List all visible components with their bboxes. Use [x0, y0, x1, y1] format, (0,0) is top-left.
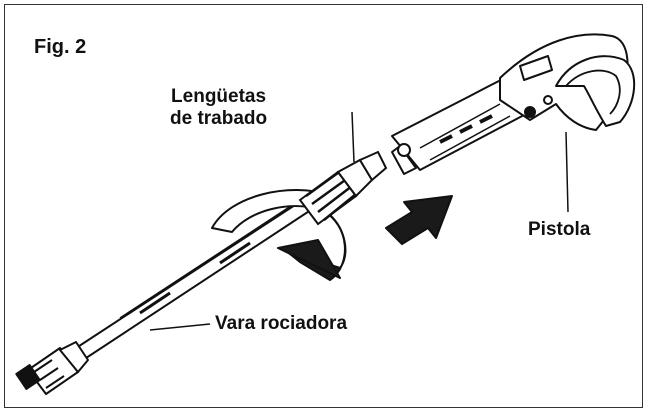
locking-tab-leader — [351, 111, 355, 163]
figure-label: Fig. 2 — [34, 36, 87, 58]
spray-wand-label: Vara rociadora — [215, 313, 348, 334]
wand-coupling — [298, 111, 388, 226]
gun-label: Pistola — [528, 219, 591, 240]
locking-tabs-label-line1: Lengüetas — [171, 86, 267, 107]
gun-leader — [565, 131, 569, 213]
push-arrow — [385, 195, 453, 245]
locking-tabs-label: Lengüetas de trabado — [170, 86, 267, 130]
wand-leader — [149, 323, 211, 331]
spray-wand — [15, 189, 327, 395]
gun — [391, 33, 636, 213]
locking-tabs-label-line2: de trabado — [170, 108, 268, 129]
wand-tube — [69, 189, 327, 363]
